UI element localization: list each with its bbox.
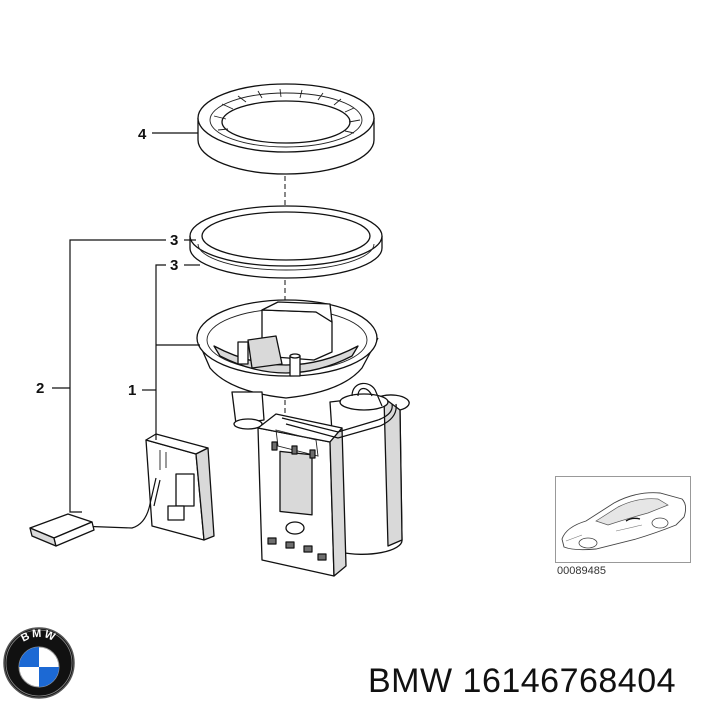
bmw-roundel-icon: BMW — [3, 627, 75, 699]
callout-3-lower: 3 — [170, 257, 178, 274]
part-number-label: BMW 16146768404 — [368, 662, 677, 700]
callout-1: 1 — [128, 382, 136, 399]
diagram-code: 00089485 — [557, 565, 606, 577]
callout-3-upper: 3 — [170, 232, 178, 249]
part-2-level-sensor — [29, 433, 215, 547]
callout-leaders — [52, 132, 200, 513]
part-4-locking-ring — [197, 83, 375, 175]
part-1-fuel-pump-module — [196, 299, 410, 577]
part-3-gasket-ring — [189, 205, 383, 279]
svg-text:BMW: BMW — [19, 628, 58, 645]
vehicle-thumbnail — [555, 476, 691, 563]
car-silhouette-icon — [561, 492, 687, 551]
callout-4: 4 — [138, 126, 147, 143]
callout-2: 2 — [36, 380, 44, 397]
